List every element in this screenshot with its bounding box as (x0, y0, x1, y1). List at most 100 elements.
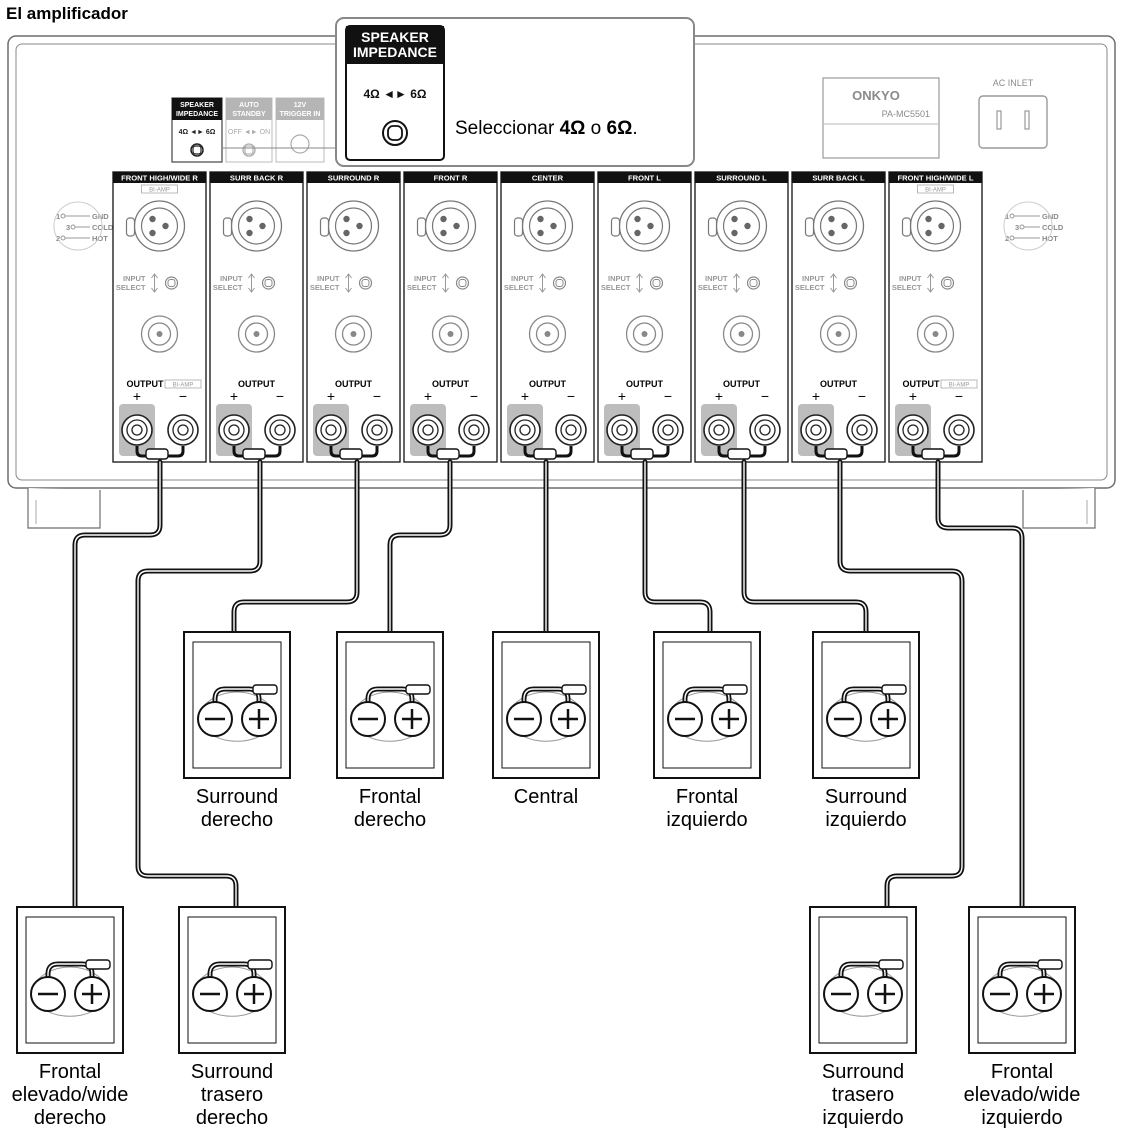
positive-speaker-terminal[interactable] (509, 414, 541, 446)
speaker-negative-terminal[interactable] (667, 701, 703, 737)
xlr-input-jack[interactable] (319, 200, 380, 252)
svg-text:1: 1 (1005, 212, 1009, 221)
negative-speaker-terminal[interactable] (361, 414, 393, 446)
speaker-positive-terminal[interactable] (74, 976, 110, 1012)
output-label: OUTPUT (529, 379, 567, 389)
bi-amp-label: BI-AMP (149, 188, 170, 194)
speaker-label: Surround (191, 1061, 273, 1083)
speaker-positive-terminal[interactable] (550, 701, 586, 737)
speaker-negative-terminal[interactable] (823, 976, 859, 1012)
cable-front-high-wide-l (935, 459, 1025, 943)
negative-speaker-terminal[interactable] (264, 414, 296, 446)
svg-text:3: 3 (66, 223, 70, 232)
callout-title-1: SPEAKER (361, 29, 429, 45)
negative-marker: − (567, 388, 575, 404)
xlr-input-jack[interactable] (804, 200, 865, 252)
channel-label: FRONT R (434, 174, 468, 183)
rca-input-jack[interactable] (237, 315, 276, 353)
speaker-positive-terminal[interactable] (870, 701, 906, 737)
xlr-input-jack[interactable] (513, 200, 574, 252)
xlr-input-jack[interactable] (707, 200, 768, 252)
rca-input-jack[interactable] (819, 315, 858, 353)
cable-clamp (426, 446, 476, 460)
cable-surround-r (231, 459, 360, 668)
auto-standby-switch-icon[interactable] (242, 143, 256, 157)
bi-amp-label: BI-AMP (925, 188, 946, 194)
positive-speaker-terminal[interactable] (897, 414, 929, 446)
speaker-positive-terminal[interactable] (241, 701, 277, 737)
xlr-input-jack[interactable] (901, 200, 962, 252)
positive-speaker-terminal[interactable] (121, 414, 153, 446)
xlr-input-jack[interactable] (610, 200, 671, 252)
rca-input-jack[interactable] (431, 315, 470, 353)
negative-speaker-terminal[interactable] (652, 414, 684, 446)
negative-speaker-terminal[interactable] (458, 414, 490, 446)
input-select-switch[interactable] (358, 276, 373, 290)
output-label: OUTPUT (820, 379, 858, 389)
cable-surr-back-l (837, 459, 965, 945)
negative-speaker-terminal[interactable] (749, 414, 781, 446)
input-select-switch[interactable] (261, 276, 276, 290)
rca-input-jack[interactable] (722, 315, 761, 353)
input-select-label: INPUT (220, 274, 243, 283)
negative-speaker-terminal[interactable] (167, 414, 199, 446)
input-select-switch[interactable] (164, 276, 179, 290)
xlr-input-jack[interactable] (416, 200, 477, 252)
auto-standby-label-1: AUTO (239, 102, 259, 109)
rca-input-jack[interactable] (528, 315, 567, 353)
speaker-negative-terminal[interactable] (982, 976, 1018, 1012)
input-select-label: INPUT (317, 274, 340, 283)
input-select-switch[interactable] (455, 276, 470, 290)
negative-speaker-terminal[interactable] (943, 414, 975, 446)
speaker-negative-terminal[interactable] (506, 701, 542, 737)
input-select-switch[interactable] (552, 276, 567, 290)
trigger-label-2: TRIGGER IN (280, 111, 321, 118)
rca-input-jack[interactable] (625, 315, 664, 353)
rca-input-jack[interactable] (140, 315, 179, 353)
rca-input-jack[interactable] (334, 315, 373, 353)
speaker-negative-terminal[interactable] (197, 701, 233, 737)
speaker-negative-terminal[interactable] (192, 976, 228, 1012)
speaker-negative-terminal[interactable] (30, 976, 66, 1012)
positive-speaker-terminal[interactable] (606, 414, 638, 446)
rca-input-jack[interactable] (916, 315, 955, 353)
input-select-switch[interactable] (843, 276, 858, 290)
input-select-label: SELECT (601, 283, 631, 292)
xlr-input-jack[interactable] (125, 200, 186, 252)
positive-marker: + (521, 388, 529, 404)
impedance-switch-small-icon[interactable] (190, 143, 204, 157)
speaker-positive-terminal[interactable] (236, 976, 272, 1012)
speaker-positive-terminal[interactable] (867, 976, 903, 1012)
speaker-positive-terminal[interactable] (1026, 976, 1062, 1012)
positive-speaker-terminal[interactable] (703, 414, 735, 446)
trigger-jack-icon[interactable] (290, 134, 310, 154)
negative-speaker-terminal[interactable] (555, 414, 587, 446)
speaker-negative-terminal[interactable] (826, 701, 862, 737)
positive-speaker-terminal[interactable] (412, 414, 444, 446)
channel-label: SURR BACK R (230, 174, 284, 183)
input-select-switch[interactable] (940, 276, 955, 290)
positive-speaker-terminal[interactable] (800, 414, 832, 446)
channel-label: SURROUND R (328, 174, 380, 183)
positive-speaker-terminal[interactable] (218, 414, 250, 446)
callout-switch-icon[interactable] (382, 120, 408, 146)
input-select-switch[interactable] (746, 276, 761, 290)
speaker-positive-terminal[interactable] (711, 701, 747, 737)
speaker-negative-terminal[interactable] (350, 701, 386, 737)
speaker-positive-terminal[interactable] (394, 701, 430, 737)
negative-marker: − (761, 388, 769, 404)
channel-panels: FRONT HIGH/WIDE RBI-AMPINPUTSELECTOUTPUT… (112, 171, 983, 463)
svg-text:HOT: HOT (92, 234, 108, 243)
negative-speaker-terminal[interactable] (846, 414, 878, 446)
input-select-switch[interactable] (649, 276, 664, 290)
callout-switch-text: 4Ω ◄► 6Ω (363, 87, 426, 101)
svg-text:COLD: COLD (1042, 223, 1064, 232)
positive-speaker-terminal[interactable] (315, 414, 347, 446)
xlr-input-jack[interactable] (222, 200, 283, 252)
